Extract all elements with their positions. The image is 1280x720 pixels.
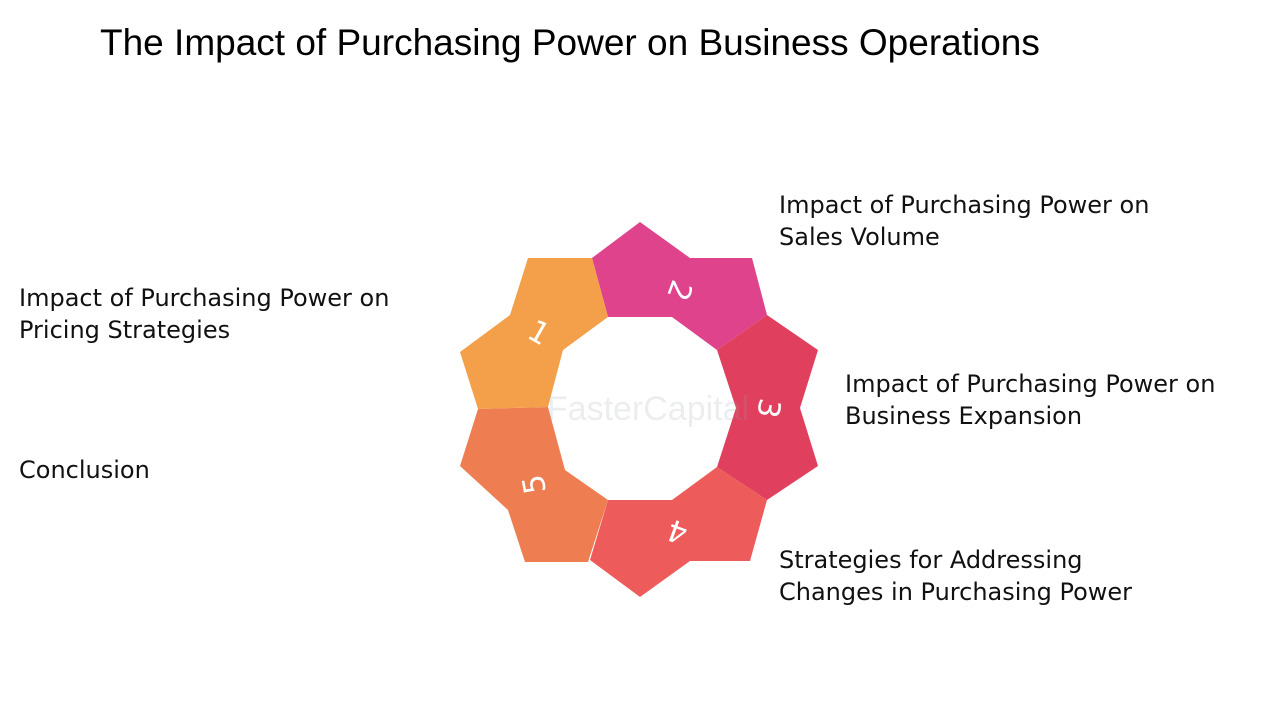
page-title: The Impact of Purchasing Power on Busine… bbox=[100, 22, 1040, 63]
segment-3 bbox=[717, 315, 818, 500]
label-business-expansion: Impact of Purchasing Power on Business E… bbox=[845, 368, 1215, 432]
label-sales-volume: Impact of Purchasing Power on Sales Volu… bbox=[779, 189, 1149, 253]
label-line: Changes in Purchasing Power bbox=[779, 578, 1133, 606]
segment-4 bbox=[590, 467, 767, 597]
label-line: Sales Volume bbox=[779, 223, 940, 251]
label-line: Conclusion bbox=[19, 456, 150, 484]
segment-2 bbox=[592, 222, 767, 350]
label-line: Business Expansion bbox=[845, 402, 1083, 430]
label-line: Pricing Strategies bbox=[19, 316, 231, 344]
label-line: Impact of Purchasing Power on bbox=[779, 191, 1150, 219]
label-line: Impact of Purchasing Power on bbox=[845, 370, 1216, 398]
watermark: FasterCapital bbox=[547, 390, 749, 428]
label-line: Strategies for Addressing bbox=[779, 546, 1083, 574]
label-pricing-strategies: Impact of Purchasing Power on Pricing St… bbox=[19, 282, 389, 346]
segment-1 bbox=[460, 258, 608, 409]
label-line: Impact of Purchasing Power on bbox=[19, 284, 390, 312]
label-strategies: Strategies for Addressing Changes in Pur… bbox=[779, 544, 1132, 608]
label-conclusion: Conclusion bbox=[19, 454, 150, 486]
segment-5 bbox=[460, 407, 608, 562]
